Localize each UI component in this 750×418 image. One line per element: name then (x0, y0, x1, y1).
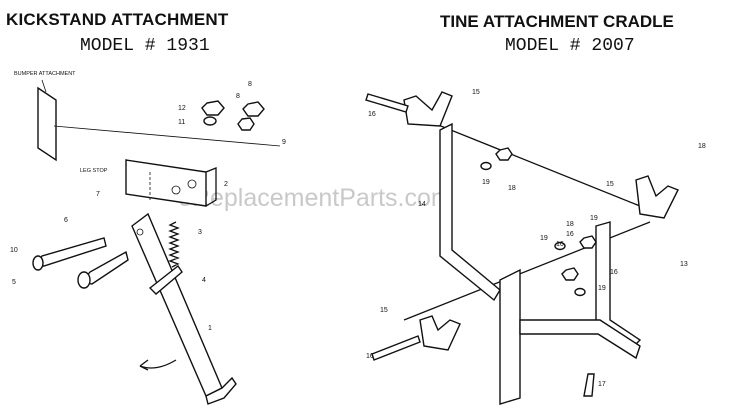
label-14: 14 (418, 201, 426, 208)
bracket-15-bottom (419, 315, 461, 351)
label-4: 4 (202, 277, 206, 284)
bolt-16-bottom (371, 335, 421, 361)
label-18c: 18 (566, 221, 574, 228)
label-9: 9 (282, 139, 286, 146)
nut-small (561, 267, 579, 281)
bracket-edge (205, 167, 217, 207)
label-2: 2 (224, 181, 228, 188)
bolt-10 (34, 237, 107, 267)
washer-small (554, 241, 566, 251)
label-3: 3 (198, 229, 202, 236)
pin-4 (148, 264, 183, 295)
bracket-15-top (403, 91, 453, 127)
cradle-model-number: MODEL # 2007 (505, 36, 635, 56)
cradle-base-tray (519, 319, 641, 360)
kickstand-title: KICKSTAND ATTACHMENT (6, 10, 229, 29)
cradle-title: TINE ATTACHMENT CRADLE (440, 12, 674, 31)
kickstand-drawing: BUMPER ATTACHMENT LEG STOP 12 11 8 8 9 2… (10, 71, 286, 405)
label-16d: 16 (610, 269, 618, 276)
label-12: 12 (178, 105, 186, 112)
label-19d: 19 (598, 285, 606, 292)
arrow-head (139, 359, 149, 371)
nut-small (579, 235, 597, 249)
leg-foot (205, 376, 237, 405)
watermark: eReplacementParts.com (178, 184, 452, 212)
leader-line (53, 125, 281, 147)
label-15c: 15 (380, 307, 388, 314)
label-bumper-attachment: BUMPER ATTACHMENT (14, 71, 76, 77)
washer-small (574, 287, 586, 297)
label-19c: 19 (540, 235, 548, 242)
nut-small (495, 147, 513, 161)
label-11: 11 (178, 119, 185, 126)
label-leg-stop: LEG STOP (80, 168, 108, 174)
nut-8b (237, 117, 255, 131)
label-18a: 18 (508, 185, 516, 192)
spring (168, 221, 180, 268)
label-6: 6 (64, 217, 68, 224)
label-15b: 15 (606, 181, 614, 188)
label-8a: 8 (248, 81, 252, 88)
bolt-hole (187, 179, 197, 189)
label-13: 13 (680, 261, 688, 268)
bolt-5 (80, 250, 129, 285)
leader-line (41, 79, 47, 93)
bolt-17 (583, 373, 595, 397)
bracket-plate (125, 159, 207, 207)
label-16c: 16 (556, 241, 564, 248)
cradle-base-post (499, 268, 521, 405)
label-7: 7 (96, 191, 100, 198)
label-19a: 19 (482, 179, 490, 186)
label-19b: 19 (590, 215, 598, 222)
label-16a: 16 (368, 111, 376, 118)
label-15a: 15 (472, 89, 480, 96)
washer-11 (203, 116, 217, 126)
label-16b: 16 (566, 231, 574, 238)
nut-8a (242, 101, 265, 117)
label-16e: 16 (366, 353, 374, 360)
bumper-plate (37, 86, 57, 162)
washer-small (480, 161, 492, 171)
label-17: 17 (598, 381, 606, 388)
label-8b: 8 (236, 93, 240, 100)
kickstand-model-number: MODEL # 1931 (80, 36, 210, 56)
label-10: 10 (10, 247, 18, 254)
leg-hole (136, 228, 144, 236)
label-18b: 18 (698, 143, 706, 150)
label-1: 1 (208, 325, 212, 332)
label-5: 5 (12, 279, 16, 286)
bracket-15-right (635, 175, 679, 219)
cradle-frame-left (439, 122, 501, 302)
bolt-5-head (77, 271, 91, 289)
bolt-hole (171, 185, 181, 195)
cradle-drawing: 15 16 14 19 18 18 15 18 19 16 19 16 13 1… (365, 89, 706, 405)
bolt-10-head (32, 255, 44, 271)
bolt-16-top (365, 93, 409, 113)
nut-12 (201, 100, 225, 116)
